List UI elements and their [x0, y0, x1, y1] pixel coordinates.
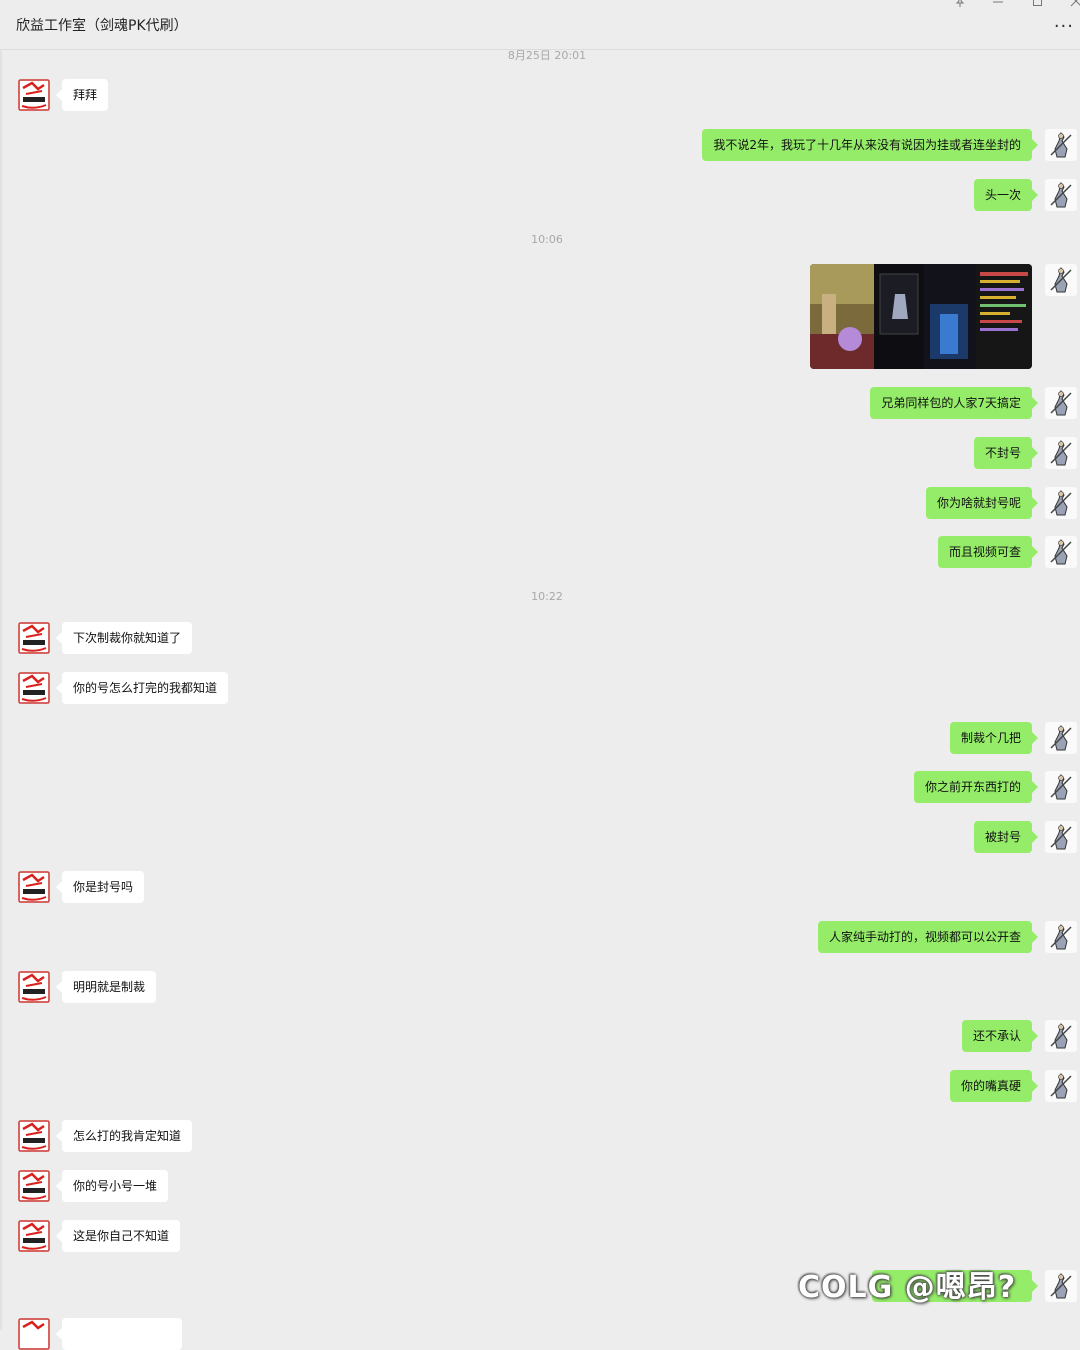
contact-avatar[interactable] — [18, 79, 50, 111]
colg-watermark: COLG @嗯昂? — [798, 1270, 1017, 1305]
message-bubble-incoming[interactable]: 你的号小号一堆 — [55, 1170, 169, 1202]
message-bubble-incoming[interactable]: 拜拜 — [55, 79, 109, 111]
my-avatar[interactable] — [1045, 387, 1077, 419]
message-bubble-outgoing[interactable]: 兄弟同样包的人家7天搞定 — [870, 387, 1038, 419]
my-avatar[interactable] — [1045, 536, 1077, 568]
maximize-icon[interactable] — [1032, 0, 1044, 12]
timestamp: 10:22 — [531, 590, 563, 603]
title-bar: 欣益工作室（剑魂PK代刷） ··· — [0, 0, 1080, 50]
contact-avatar[interactable] — [18, 1170, 50, 1202]
my-avatar[interactable] — [1045, 921, 1077, 953]
my-avatar[interactable] — [1045, 771, 1077, 803]
message-bubble-outgoing[interactable]: 你的嘴真硬 — [949, 1070, 1039, 1102]
my-avatar[interactable] — [1045, 1270, 1077, 1302]
my-avatar[interactable] — [1045, 722, 1077, 754]
contact-avatar[interactable] — [18, 1220, 50, 1252]
message-bubble-outgoing[interactable]: 头一次 — [973, 179, 1039, 211]
message-bubble-outgoing[interactable]: 我不说2年，我玩了十几年从来没有说因为挂或者连坐封的 — [702, 129, 1038, 161]
my-avatar[interactable] — [1045, 264, 1077, 296]
message-bubble-outgoing[interactable]: 人家纯手动打的，视频都可以公开查 — [817, 921, 1039, 953]
message-bubble-outgoing[interactable]: 你为啥就封号呢 — [925, 487, 1039, 519]
message-bubble-outgoing[interactable]: 还不承认 — [961, 1020, 1039, 1052]
contact-avatar[interactable] — [18, 1120, 50, 1152]
message-bubble-incoming[interactable]: 你的号怎么打完的我都知道 — [55, 672, 229, 704]
message-bubble-incoming-partial[interactable] — [56, 1318, 182, 1350]
contact-avatar[interactable] — [18, 622, 50, 654]
message-bubble-outgoing-partial[interactable] — [872, 1270, 1038, 1302]
message-bubble-outgoing[interactable]: 而且视频可查 — [937, 536, 1039, 568]
message-bubble-incoming[interactable]: 明明就是制裁 — [55, 971, 157, 1003]
contact-avatar[interactable] — [18, 971, 50, 1003]
message-bubble-incoming[interactable]: 你是封号吗 — [55, 871, 145, 903]
message-bubble-incoming[interactable]: 这是你自己不知道 — [55, 1220, 181, 1252]
message-bubble-outgoing[interactable]: 制裁个几把 — [949, 722, 1039, 754]
message-bubble-outgoing[interactable]: 不封号 — [973, 437, 1039, 469]
contact-avatar[interactable] — [18, 1318, 50, 1350]
my-avatar[interactable] — [1045, 179, 1077, 211]
my-avatar[interactable] — [1045, 1070, 1077, 1102]
more-options-button[interactable]: ··· — [1053, 16, 1074, 37]
contact-avatar[interactable] — [18, 871, 50, 903]
contact-avatar[interactable] — [18, 672, 50, 704]
message-bubble-outgoing[interactable]: 被封号 — [973, 821, 1039, 853]
message-bubble-incoming[interactable]: 下次制裁你就知道了 — [55, 622, 193, 654]
game-screenshot-image[interactable] — [810, 264, 1032, 369]
pin-icon[interactable] — [954, 0, 966, 12]
chat-title: 欣益工作室（剑魂PK代刷） — [16, 18, 188, 34]
message-bubble-incoming[interactable]: 怎么打的我肯定知道 — [55, 1120, 193, 1152]
my-avatar[interactable] — [1045, 129, 1077, 161]
my-avatar[interactable] — [1045, 1020, 1077, 1052]
my-avatar[interactable] — [1045, 821, 1077, 853]
my-avatar[interactable] — [1045, 437, 1077, 469]
message-bubble-outgoing[interactable]: 你之前开东西打的 — [913, 771, 1039, 803]
my-avatar[interactable] — [1045, 487, 1077, 519]
minimize-icon[interactable] — [992, 0, 1004, 12]
timestamp: 8月25日 20:01 — [507, 49, 587, 62]
close-icon[interactable] — [1070, 0, 1080, 12]
timestamp: 10:06 — [531, 233, 563, 246]
window-left-edge — [0, 50, 2, 1330]
